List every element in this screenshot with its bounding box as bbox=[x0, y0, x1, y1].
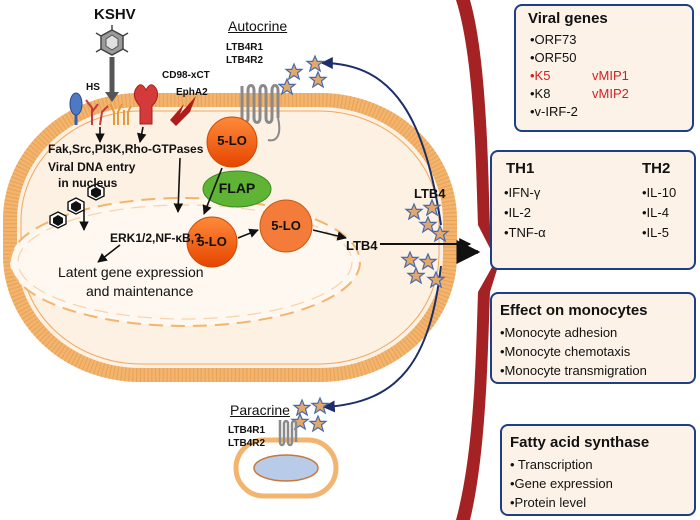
gene-k8: •K8 bbox=[530, 86, 551, 101]
viral-episome-icons bbox=[49, 183, 105, 229]
th2-il4: •IL-4 bbox=[642, 205, 669, 220]
th1-tnf-alpha: •TNF-α bbox=[504, 225, 546, 240]
kinases-label: Fak,Src,PI3K,Rho-GTPases bbox=[48, 142, 204, 156]
autocrine-ltb4-receptor-icon bbox=[240, 84, 281, 142]
monocytes-panel: Effect on monocytes •Monocyte adhesion •… bbox=[490, 292, 696, 384]
latent-gene-line2: and maintenance bbox=[86, 283, 194, 299]
paracrine-title: Paracrine bbox=[230, 402, 290, 418]
kshv-virus-icon bbox=[95, 25, 129, 56]
5-lo-label-left: 5-LO bbox=[197, 234, 227, 249]
paracrine-cell bbox=[233, 437, 339, 499]
monocyte-transmigration: •Monocyte transmigration bbox=[500, 363, 647, 378]
th1-il2: •IL-2 bbox=[504, 205, 531, 220]
viral-genes-panel: Viral genes •ORF73 •ORF50 •K5 vMIP1 •K8 … bbox=[514, 4, 694, 132]
erk-nfkb-label: ERK1/2,NF-κB,? bbox=[110, 231, 202, 245]
hs-label: HS bbox=[86, 82, 100, 93]
monocytes-title: Effect on monocytes bbox=[500, 302, 648, 319]
th1-ifn-gamma: •IFN-γ bbox=[504, 185, 541, 200]
viral-dna-entry-line2: in nucleus bbox=[58, 176, 118, 190]
paracrine-ltb4-receptor-icon bbox=[278, 419, 298, 447]
gene-vmip2: vMIP2 bbox=[592, 86, 629, 101]
latent-gene-line1: Latent gene expression bbox=[58, 264, 204, 280]
gene-orf73: •ORF73 bbox=[530, 32, 577, 47]
cd98-receptor-icon bbox=[133, 84, 159, 125]
5-lo-enzyme-right bbox=[259, 199, 313, 253]
gene-k5: •K5 bbox=[530, 68, 551, 83]
fas-protein-level: •Protein level bbox=[510, 495, 587, 510]
th2-il5: •IL-5 bbox=[642, 225, 669, 240]
kshv-label: KSHV bbox=[94, 6, 136, 23]
fas-transcription: • Transcription bbox=[510, 457, 593, 472]
cd98-label: CD98-xCT bbox=[162, 70, 210, 81]
gene-vmip1: vMIP1 bbox=[592, 68, 629, 83]
th2-il10: •IL-10 bbox=[642, 185, 677, 200]
flap-protein bbox=[202, 170, 272, 208]
autocrine-title: Autocrine bbox=[228, 18, 288, 34]
fatty-acid-title: Fatty acid synthase bbox=[510, 434, 650, 451]
gene-virf2: •v-IRF-2 bbox=[530, 104, 578, 119]
ltb4-outer-label: LTB4 bbox=[414, 186, 446, 201]
autocrine-ltb4r1: LTB4R1 bbox=[226, 42, 264, 53]
paracrine-ltb4r1: LTB4R1 bbox=[228, 425, 266, 436]
5-lo-enzyme-top bbox=[206, 116, 258, 168]
viral-dna-entry-line1: Viral DNA entry bbox=[48, 160, 136, 174]
monocyte-adhesion: •Monocyte adhesion bbox=[500, 325, 618, 340]
hs-receptor-icon bbox=[69, 92, 83, 125]
th-balance-panel: TH1 •IFN-γ •IL-2 •TNF-α TH2 •IL-10 •IL-4… bbox=[490, 150, 696, 270]
autocrine-ltb4-stars bbox=[278, 55, 327, 95]
fas-gene-expression: •Gene expression bbox=[510, 476, 613, 491]
viral-genes-title: Viral genes bbox=[528, 10, 608, 27]
integrin-receptors-icon bbox=[109, 103, 132, 125]
monocyte-chemotaxis: •Monocyte chemotaxis bbox=[500, 344, 631, 359]
epha2-receptor-icon bbox=[170, 96, 196, 126]
gene-orf50: •ORF50 bbox=[530, 50, 577, 65]
th2-title: TH2 bbox=[642, 160, 671, 177]
red-brace-divider bbox=[456, 0, 500, 520]
5-lo-label-right: 5-LO bbox=[271, 218, 301, 233]
th1-title: TH1 bbox=[506, 160, 535, 177]
5-lo-enzyme-left bbox=[186, 216, 238, 268]
fatty-acid-panel: Fatty acid synthase • Transcription •Gen… bbox=[500, 424, 696, 516]
epha2-label: EphA2 bbox=[176, 87, 208, 98]
flap-label: FLAP bbox=[218, 180, 256, 196]
hs-chains-icon bbox=[85, 99, 109, 126]
autocrine-ltb4r2: LTB4R2 bbox=[226, 55, 264, 66]
paracrine-ltb4r2: LTB4R2 bbox=[228, 438, 266, 449]
paracrine-ltb4-stars bbox=[291, 397, 329, 432]
ltb4-inner-label: LTB4 bbox=[346, 238, 378, 253]
5-lo-label-top: 5-LO bbox=[217, 133, 247, 148]
